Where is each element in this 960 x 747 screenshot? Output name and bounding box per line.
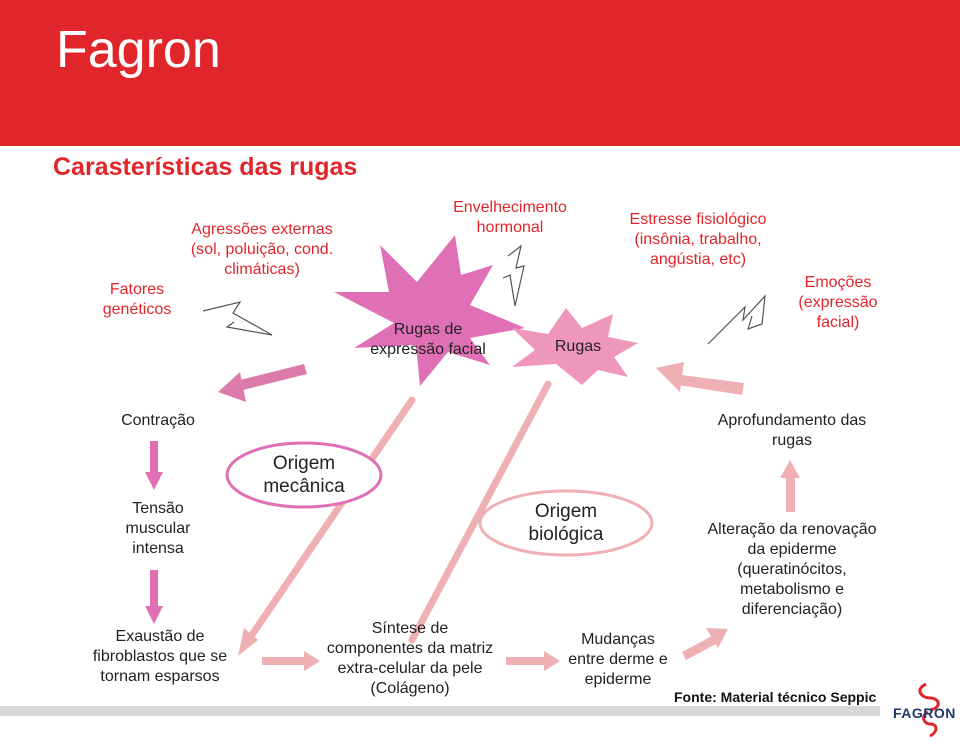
burst-expression-label: Rugas de expressão facial <box>370 321 486 358</box>
mechanical-origin-oval <box>225 441 383 509</box>
arrow-tension-to-exhaustion <box>145 570 163 624</box>
biological-changes: Mudanças entre derme e epiderme <box>568 631 668 688</box>
arrow-to-contraction <box>218 364 307 402</box>
arrow-changes-to-renewal <box>682 628 728 660</box>
mechanical-tension: Tensão muscular intensa <box>125 500 191 557</box>
source-credit: Fonte: Material técnico Seppic <box>674 689 877 705</box>
biological-origin-oval <box>478 489 654 557</box>
header-banner: Fagron <box>0 0 960 146</box>
mechanical-synthesis: Síntese de componentes da matriz extra-c… <box>326 620 494 697</box>
brand-title: Fagron <box>56 21 221 79</box>
factor-external: Agressões externas (sol, poluição, cond.… <box>190 221 334 278</box>
arrow-renewal-to-deepening <box>780 460 800 512</box>
factor-hormonal: Envelhecimento hormonal <box>453 199 567 236</box>
footer-bar <box>0 706 880 716</box>
arrow-contraction-to-tension <box>145 441 163 490</box>
arrow-to-wrinkles <box>656 362 744 395</box>
diagonal-biological-line <box>408 380 552 644</box>
arrow-synthesis-to-changes <box>506 651 560 671</box>
fagron-logo <box>918 682 940 738</box>
mechanical-exhaustion: Exaustão de fibroblastos que se tornam e… <box>92 628 228 685</box>
mechanical-origin-label: Origem mecânica <box>263 453 345 497</box>
emotions-lightning-icon <box>707 294 766 345</box>
arrow-exhaustion-to-synthesis <box>262 651 320 671</box>
burst-wrinkles-label: Rugas <box>554 338 602 355</box>
wrinkles-burst <box>512 308 638 385</box>
fagron-logo-text: FAGRON <box>893 705 956 721</box>
factor-emotions: Emoções (expressão facial) <box>798 274 878 331</box>
mechanical-contraction: Contração <box>121 412 195 429</box>
biological-renewal: Alteração da renovação da epiderme (quer… <box>707 521 877 618</box>
factor-stress: Estresse fisiológico (insônia, trabalho,… <box>629 211 767 268</box>
expression-wrinkles-burst <box>334 235 525 386</box>
diagonal-mechanical-line <box>238 396 416 656</box>
page-title: Carasterísticas das rugas <box>53 153 358 181</box>
biological-origin-label: Origem biológica <box>528 501 604 545</box>
factor-genetic: Fatores genéticos <box>102 281 172 318</box>
biological-deepening: Aprofundamento das rugas <box>717 412 867 449</box>
external-aggression-lightning-icon <box>202 301 273 336</box>
hormonal-lightning-icon <box>502 244 525 307</box>
